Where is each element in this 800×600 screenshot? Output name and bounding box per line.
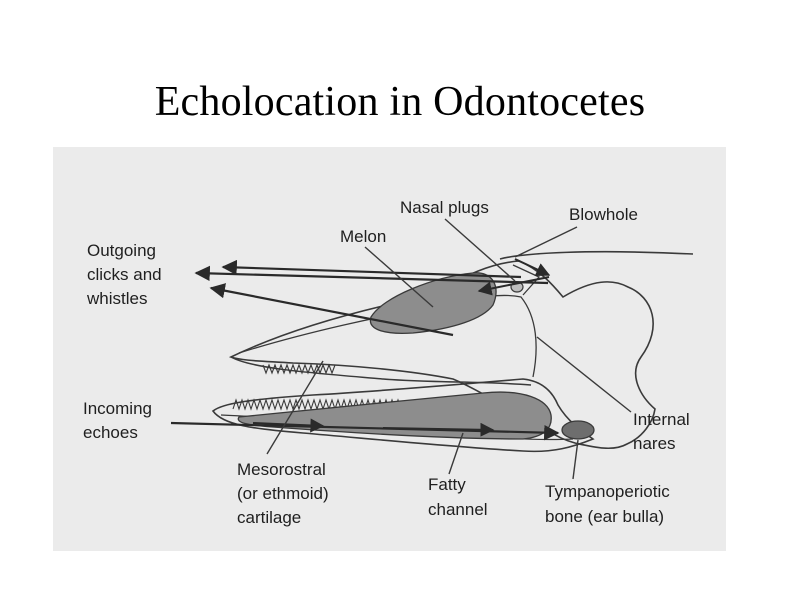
outgoing-arrow-2 xyxy=(194,265,549,285)
label-outgoing-line1: Outgoing xyxy=(87,241,156,260)
incoming-arrow-mid xyxy=(252,418,325,433)
outgoing-arrow-3 xyxy=(209,283,454,337)
leader-fatty-channel xyxy=(448,432,464,475)
label-mesorostral-line2: (or ethmoid) xyxy=(237,484,329,503)
label-outgoing-line3: whistles xyxy=(86,289,147,308)
diagram-panel xyxy=(53,147,726,551)
upper-teeth xyxy=(262,363,336,375)
label-incoming-line1: Incoming xyxy=(83,399,152,418)
melon xyxy=(369,272,497,335)
label-internal-nares-line2: nares xyxy=(633,434,676,453)
incoming-arrow-mid2 xyxy=(382,422,495,437)
outgoing-arrow-4 xyxy=(477,276,550,296)
head-outline xyxy=(499,250,694,260)
ear-bulla xyxy=(561,420,595,440)
label-outgoing-line2: clicks and xyxy=(87,265,162,284)
label-mesorostral-line3: cartilage xyxy=(237,508,301,527)
label-incoming-line2: echoes xyxy=(83,423,138,442)
leader-melon xyxy=(364,246,434,308)
leader-mesorostral xyxy=(266,360,324,455)
label-fatty-line1: Fatty xyxy=(428,475,466,494)
label-nasal-plugs: Nasal plugs xyxy=(400,198,489,217)
label-tympano-line2: bone (ear bulla) xyxy=(545,507,664,526)
nasal-passage xyxy=(512,264,541,296)
blowhole-arrow xyxy=(514,258,551,276)
leader-internal-nares xyxy=(536,336,632,413)
label-blowhole: Blowhole xyxy=(569,205,638,224)
label-fatty-line2: channel xyxy=(428,500,488,519)
skull-outline xyxy=(228,260,656,450)
slide-title: Echolocation in Odontocetes xyxy=(154,79,646,125)
outgoing-arrow-1 xyxy=(221,259,522,279)
leader-blowhole xyxy=(514,226,578,258)
odontocete-head-diagram: Nasal plugs Blowhole Melon Outgoing clic… xyxy=(53,147,726,551)
label-internal-nares-line1: Internal xyxy=(633,410,690,429)
label-tympano-line1: Tympanoperiotic xyxy=(545,482,670,501)
label-mesorostral-line1: Mesorostral xyxy=(237,460,326,479)
leader-tympano xyxy=(572,439,579,480)
label-melon: Melon xyxy=(340,227,386,246)
leader-nasal-plugs xyxy=(444,218,516,282)
